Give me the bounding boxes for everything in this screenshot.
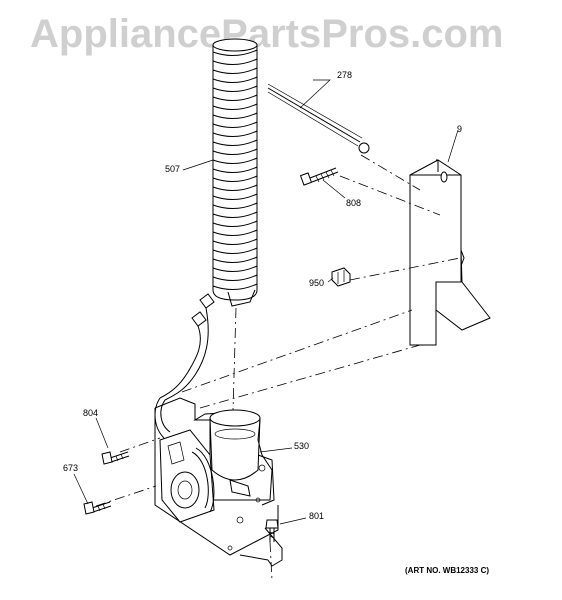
duct-rib xyxy=(212,49,258,56)
duct-rib xyxy=(212,67,258,74)
callout-950: 950 xyxy=(309,278,325,288)
duct-rib xyxy=(212,76,258,83)
duct-rib xyxy=(212,148,258,155)
duct-rib xyxy=(212,202,258,209)
duct-rib xyxy=(212,130,258,137)
callout-804: 804 xyxy=(83,408,99,418)
callout-278: 278 xyxy=(337,70,353,80)
screw-801-part xyxy=(265,519,279,542)
screw-804-part xyxy=(101,451,130,465)
callout-507: 507 xyxy=(165,164,181,174)
screw-808-part xyxy=(299,167,339,186)
duct-rib xyxy=(212,58,258,65)
duct-rib xyxy=(212,85,258,92)
bracket-9-part xyxy=(409,159,491,346)
duct-rib xyxy=(212,112,258,119)
duct-rib xyxy=(212,229,258,236)
duct-rib xyxy=(212,220,258,227)
callout-530: 530 xyxy=(294,441,310,451)
duct-rib xyxy=(212,283,258,290)
duct-rib xyxy=(212,139,258,146)
duct-rib xyxy=(212,184,258,191)
duct-rib xyxy=(212,265,258,272)
leader-lines xyxy=(73,79,459,525)
duct-rib xyxy=(212,211,258,218)
clip-950-part xyxy=(331,267,351,287)
duct-rib xyxy=(212,193,258,200)
duct-rib xyxy=(212,121,258,128)
duct-rib xyxy=(212,247,258,254)
blower-assembly-part xyxy=(154,397,283,567)
duct-rib xyxy=(212,94,258,101)
watermark-logo: AppliancePartsPros.com xyxy=(30,12,504,56)
alignment-lines xyxy=(95,154,461,581)
screw-673-part xyxy=(83,501,112,515)
callout-673: 673 xyxy=(63,463,79,473)
duct-rib xyxy=(212,157,258,164)
duct-rib xyxy=(212,274,258,281)
duct-rib xyxy=(212,175,258,182)
cable-tie-part xyxy=(267,83,370,154)
flex-duct-part xyxy=(212,38,258,307)
duct-rib xyxy=(212,238,258,245)
callout-9: 9 xyxy=(457,124,463,134)
duct-rib xyxy=(212,166,258,173)
callout-808: 808 xyxy=(346,198,362,208)
callout-801: 801 xyxy=(309,511,325,521)
art-number-label: (ART NO. WB12333 C) xyxy=(405,566,490,575)
duct-rib xyxy=(212,256,258,263)
duct-rib xyxy=(212,103,258,110)
